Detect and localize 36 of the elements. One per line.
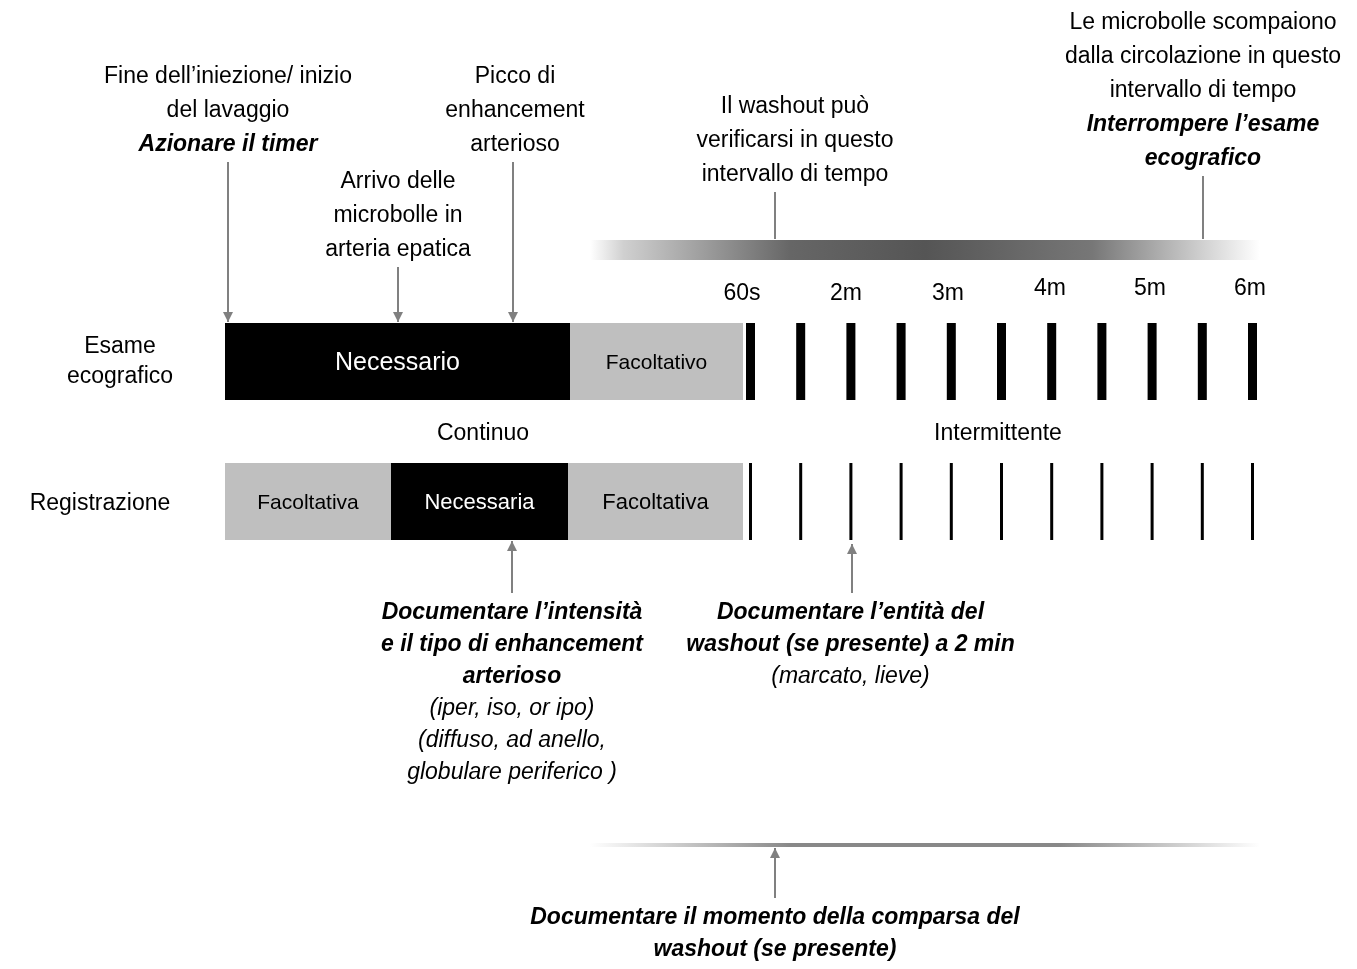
annotation-text: Le microbolle scompaiono dalla circolazione in questo intervallo di tempo	[1063, 7, 1343, 104]
arrow	[508, 161, 518, 323]
instruction-text: Documentare l’entità del washout (se presente) a 2 min	[685, 597, 1016, 658]
time-label: 6m	[1233, 273, 1267, 302]
phase-bar: Necessario	[225, 323, 570, 400]
arrow	[393, 266, 403, 323]
annotation-text: Fine dell’iniezione/ inizio del lavaggio	[103, 61, 353, 124]
annotation-text: Il washout può verificarsi in questo intervallo di tempo	[695, 91, 895, 188]
row-label: Esame ecografico	[65, 331, 175, 390]
arrow	[507, 540, 517, 594]
phase-bar: Necessaria	[391, 463, 568, 540]
annotation-text: Azionare il timer	[137, 129, 320, 158]
row-label: Registrazione	[28, 488, 172, 517]
arrow	[770, 847, 780, 899]
time-label: 3m	[931, 278, 965, 307]
annotation-text: Interrompere l’esame ecografico	[1085, 109, 1321, 172]
instruction-text: Documentare il momento della comparsa del washout (se presente)	[529, 902, 1021, 963]
annotation-text: Picco di enhancement arterioso	[444, 61, 586, 158]
leader-line	[774, 191, 776, 240]
arrow	[847, 543, 857, 594]
instruction-text: Documentare l’intensità e il tipo di enhancement arterioso	[380, 597, 645, 690]
phase-label: Intermittente	[933, 418, 1063, 447]
time-label: 2m	[829, 278, 863, 307]
leader-line	[1202, 175, 1204, 240]
instruction-text: (iper, iso, or ipo)	[428, 693, 596, 722]
instruction-text: (marcato, lieve)	[770, 661, 931, 690]
phase-bar: Facoltativa	[225, 463, 391, 540]
phase-bar: Facoltativo	[570, 323, 743, 400]
instruction-text: (diffuso, ad anello, globulare periferico )	[406, 725, 618, 786]
phase-label: Continuo	[435, 418, 531, 447]
arrow	[223, 161, 233, 323]
annotation-text: Arrivo delle microbolle in arteria epatica	[324, 166, 472, 263]
phase-bar: Facoltativa	[568, 463, 743, 540]
time-label: 5m	[1133, 273, 1167, 302]
time-label: 60s	[722, 278, 762, 307]
time-label: 4m	[1033, 273, 1067, 302]
